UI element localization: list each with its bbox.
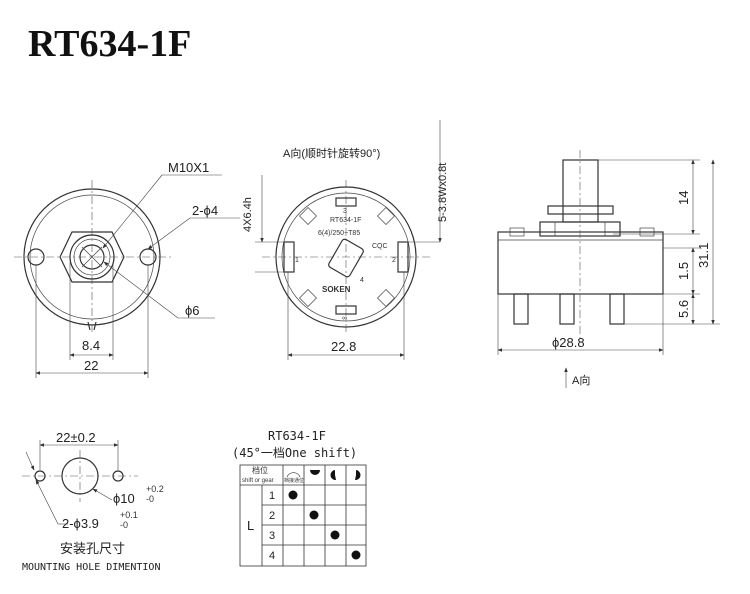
direction-label: A向(顺时针旋转90°) xyxy=(283,146,380,160)
tol-center-upper: +0.2 xyxy=(146,484,164,494)
dim-pin-label: 5.6 xyxy=(676,300,691,318)
mounting-caption-en: MOUNTING HOLE DIMENTION xyxy=(22,562,160,573)
thread-label: M10X1 xyxy=(168,160,209,175)
face-rating-text: 6(4)/250~T85 xyxy=(318,230,360,237)
table-subtitle: (45°一档One shift) xyxy=(232,446,357,460)
front-view xyxy=(14,174,240,378)
tol-side-lower: -0 xyxy=(120,520,128,530)
tol-side-upper: +0.1 xyxy=(120,510,138,520)
dot-row2 xyxy=(309,510,319,520)
shaft-circle xyxy=(79,244,105,270)
header-symbol-2 xyxy=(310,470,320,475)
header-en: shift or gear xyxy=(242,478,274,484)
face-mark-text: CQC xyxy=(372,243,388,250)
dim-side-holes-label: 2-ϕ3.9 xyxy=(62,516,99,531)
row-label-3: 3 xyxy=(269,530,275,542)
inner-diameter-label: ϕ6 xyxy=(185,303,200,318)
dim-body-label: ϕ28.8 xyxy=(552,335,585,350)
dim-total-label: 31.1 xyxy=(696,243,711,268)
dim-inner-label: 8.4 xyxy=(82,338,100,353)
terminal-number-4: 4 xyxy=(360,277,364,284)
pin-2 xyxy=(559,293,575,325)
terminal-number-3: 3 xyxy=(343,208,347,215)
hex-nut xyxy=(59,231,125,283)
dim-spacing-label: 22±0.2 xyxy=(56,430,96,445)
terminal-number-inf: ∞ xyxy=(342,315,347,322)
dim-center-hole-label: ϕ10 xyxy=(113,491,135,506)
dot-row4 xyxy=(351,550,361,560)
flange xyxy=(547,205,614,215)
slot-size-label: 5-3.8Wx0.8t xyxy=(437,163,449,222)
face-model-text: RT634-1F xyxy=(330,217,361,224)
dot-row1 xyxy=(288,490,298,500)
page-title: RT634-1F xyxy=(28,23,192,65)
row-label-4: 4 xyxy=(269,550,275,562)
group-label: L xyxy=(247,518,254,533)
switch-body xyxy=(497,231,664,295)
row-label-1: 1 xyxy=(269,490,275,502)
dot-row3 xyxy=(330,530,340,540)
rear-view xyxy=(255,120,442,360)
hole-label: 2-ϕ4 xyxy=(192,203,218,218)
pin-3 xyxy=(609,293,625,325)
terminal-number-2: 2 xyxy=(392,257,396,264)
arrow-label: A向 xyxy=(572,373,590,387)
pin-1 xyxy=(513,293,529,325)
dim-outer-label: 22 xyxy=(84,358,98,373)
mounting-hole-diagram xyxy=(22,440,138,525)
dim-width-label: 22.8 xyxy=(331,339,356,354)
header-symbol-3 xyxy=(330,470,336,481)
side-view xyxy=(497,150,720,388)
header-symbol-caption: 档接通位 xyxy=(284,477,304,484)
header-symbol-1 xyxy=(286,472,301,478)
shaft xyxy=(562,159,599,223)
mounting-caption-cn: 安装孔尺寸 xyxy=(60,541,125,556)
tol-center-lower: -0 xyxy=(146,494,154,504)
table-title: RT634-1F xyxy=(268,429,326,443)
dim-flange-label: 1.5 xyxy=(676,262,691,280)
header-symbol-4 xyxy=(355,470,361,481)
row-label-2: 2 xyxy=(269,510,275,522)
terminal-number-1: 1 xyxy=(295,257,299,264)
dim-shaft-label: 14 xyxy=(676,191,691,205)
terminal-slot-top xyxy=(335,197,357,207)
shift-table xyxy=(239,464,367,567)
terminal-slot-bottom xyxy=(335,305,357,315)
terminal-slot-right xyxy=(397,241,409,273)
terminal-slot-left xyxy=(283,241,295,273)
terminal-size-label: 4X6.4h xyxy=(242,197,254,232)
face-brand-text: SOKEN xyxy=(322,285,351,294)
header-cn: 档位 xyxy=(252,465,268,475)
rotor-cam xyxy=(328,238,364,278)
